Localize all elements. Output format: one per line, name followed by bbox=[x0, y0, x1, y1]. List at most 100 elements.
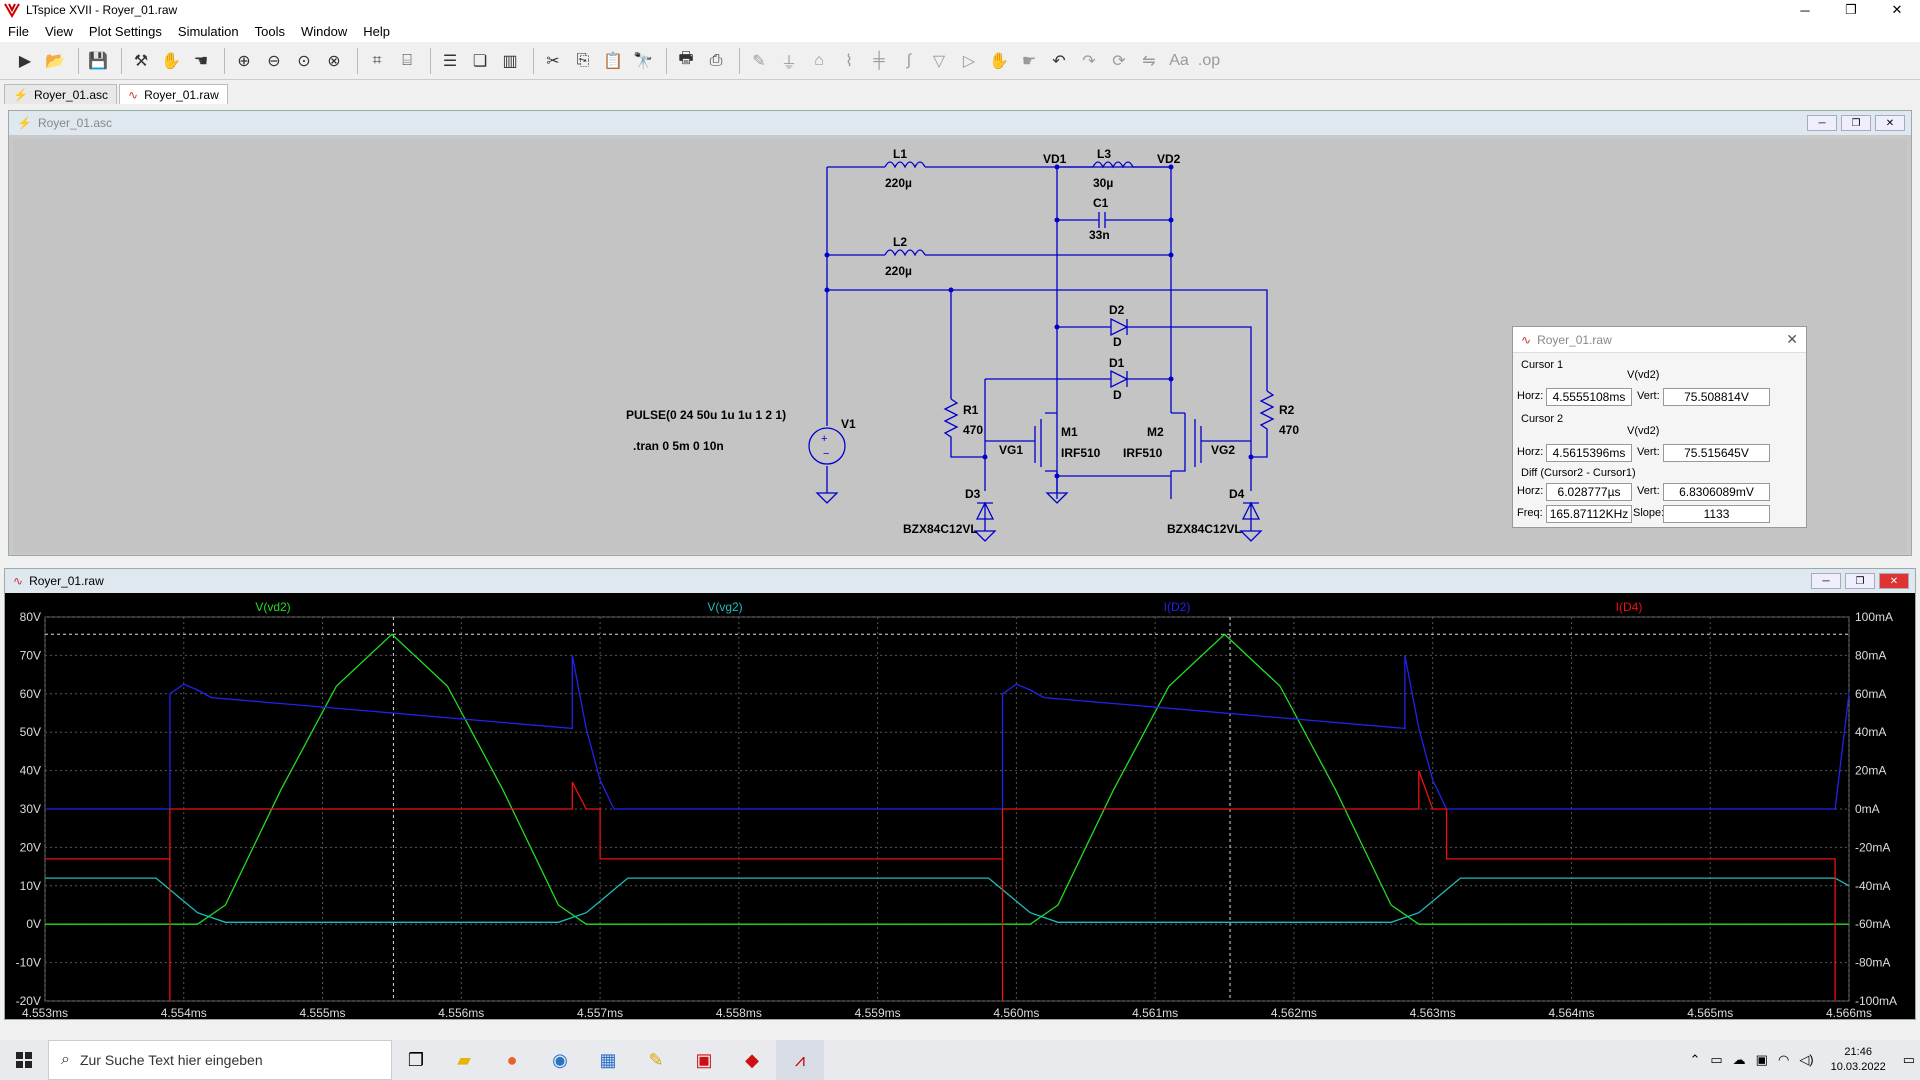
print-preview-icon[interactable]: ⎙ bbox=[709, 51, 723, 69]
x-tick-label: 4.564ms bbox=[1548, 1006, 1594, 1019]
vg2-label: VG2 bbox=[1211, 443, 1235, 457]
windows-start-icon[interactable] bbox=[0, 1040, 48, 1080]
cursor1-vert-value[interactable]: 75.508814V bbox=[1663, 388, 1770, 406]
minimize-button[interactable]: ─ bbox=[1800, 2, 1810, 18]
schematic-window-title: ⚡ Royer_01.asc ─ ❐ ✕ bbox=[9, 111, 1911, 135]
tran-directive[interactable]: .tran 0 5m 0 10n bbox=[633, 439, 724, 453]
thunderbird-icon[interactable]: ◉ bbox=[552, 1049, 568, 1070]
taskbar-search[interactable]: ⌕ Zur Suche Text hier eingeben bbox=[48, 1040, 392, 1080]
firefox-icon[interactable]: ● bbox=[506, 1049, 518, 1070]
save-icon[interactable]: 💾 bbox=[88, 52, 108, 70]
menu-plot-settings[interactable]: Plot Settings bbox=[88, 23, 162, 39]
waveform-icon: ∿ bbox=[128, 87, 139, 102]
calculator-icon[interactable]: ▦ bbox=[599, 1049, 617, 1070]
waveform-maximize-button[interactable]: ❐ bbox=[1845, 573, 1875, 589]
run-icon[interactable]: ▶ bbox=[18, 52, 32, 70]
schematic-close-button[interactable]: ✕ bbox=[1875, 115, 1905, 131]
zoom-fit-icon[interactable]: ⊙ bbox=[297, 52, 311, 70]
file-explorer-icon[interactable]: ▰ bbox=[457, 1049, 471, 1070]
copy-icon[interactable]: ⎘ bbox=[576, 51, 590, 69]
taskbar: ⌕ Zur Suche Text hier eingeben ❐ ▰ ● ◉ ▦… bbox=[0, 1040, 1920, 1080]
zoom-cancel-icon[interactable]: ⊗ bbox=[327, 52, 341, 70]
schematic-maximize-button[interactable]: ❐ bbox=[1841, 115, 1871, 131]
y-tick-left: -20V bbox=[16, 994, 41, 1008]
wifi-icon[interactable]: ◠ bbox=[1777, 1052, 1790, 1067]
menu-view[interactable]: View bbox=[44, 23, 73, 39]
close-button[interactable]: ✕ bbox=[1891, 2, 1903, 17]
acrobat-icon[interactable]: ▣ bbox=[695, 1049, 713, 1070]
x-tick-label: 4.561ms bbox=[1132, 1006, 1178, 1019]
onedrive-icon[interactable]: ☁ bbox=[1732, 1052, 1746, 1067]
diff-vert-label: Vert: bbox=[1637, 485, 1660, 497]
r2-value: 470 bbox=[1279, 423, 1299, 437]
trace-label: V(vg2) bbox=[707, 600, 742, 614]
control-panel-icon[interactable]: ⚒ bbox=[133, 52, 149, 70]
tab-schematic[interactable]: ⚡ Royer_01.asc bbox=[4, 84, 117, 104]
menu-bar: File View Plot Settings Simulation Tools… bbox=[0, 20, 1920, 42]
find-icon[interactable]: 🔭 bbox=[633, 52, 653, 70]
cursor-dialog-close-icon[interactable]: ✕ bbox=[1786, 331, 1798, 347]
autoscale-icon[interactable]: ⌗ bbox=[372, 51, 382, 69]
component-icon: ▷ bbox=[962, 52, 976, 70]
tile-horizontal-icon[interactable]: ☰ bbox=[442, 52, 458, 70]
menu-help[interactable]: Help bbox=[363, 23, 390, 39]
d3-value: BZX84C12VL bbox=[903, 522, 978, 536]
ground-icon: ⏚ bbox=[780, 54, 797, 72]
y-tick-left: 0V bbox=[26, 917, 41, 931]
cursor2-vert-value[interactable]: 75.515645V bbox=[1663, 444, 1770, 462]
pen-app-icon[interactable]: ✎ bbox=[648, 1049, 664, 1070]
slope-label: Slope: bbox=[1633, 507, 1665, 519]
print-icon[interactable]: 🖶 bbox=[678, 50, 694, 67]
l1-value: 220µ bbox=[885, 176, 912, 190]
pdf-app-icon[interactable]: ◆ bbox=[745, 1049, 759, 1070]
trace-id4 bbox=[45, 770, 1836, 1001]
m1-label: M1 bbox=[1061, 425, 1078, 439]
freq-value: 165.87112KHz bbox=[1546, 505, 1632, 523]
open-icon[interactable]: 📂 bbox=[45, 52, 65, 70]
tile-vertical-icon[interactable]: ▥ bbox=[502, 52, 518, 70]
y-tick-right: -20mA bbox=[1855, 840, 1890, 854]
y-tick-left: 60V bbox=[20, 687, 41, 701]
volume-icon[interactable]: ◁) bbox=[1799, 1052, 1814, 1067]
undo-icon[interactable]: ↶ bbox=[1052, 52, 1066, 70]
halt-icon[interactable]: ✋ bbox=[161, 52, 181, 70]
m1-value: IRF510 bbox=[1061, 446, 1101, 460]
maximize-button[interactable]: ❐ bbox=[1845, 2, 1857, 17]
menu-tools[interactable]: Tools bbox=[254, 23, 285, 39]
y-tick-right: -80mA bbox=[1855, 956, 1890, 970]
tab-waveform[interactable]: ∿ Royer_01.raw bbox=[119, 84, 228, 104]
menu-window[interactable]: Window bbox=[300, 23, 348, 39]
zoom-in-icon[interactable]: ⊕ bbox=[237, 52, 251, 70]
waveform-close-button[interactable]: ✕ bbox=[1879, 573, 1909, 589]
tray-chevron-icon[interactable]: ⌃ bbox=[1689, 1052, 1701, 1067]
menu-file[interactable]: File bbox=[8, 23, 29, 39]
task-view-icon[interactable]: ❐ bbox=[407, 1049, 425, 1070]
paste-icon[interactable]: 📋 bbox=[603, 52, 623, 70]
pan-icon[interactable]: ☚ bbox=[193, 52, 209, 70]
cursor1-horz-label: Horz: bbox=[1517, 390, 1544, 402]
zoom-out-icon[interactable]: ⊖ bbox=[267, 52, 281, 70]
schematic-minimize-button[interactable]: ─ bbox=[1807, 115, 1837, 131]
d2-value: D bbox=[1113, 335, 1122, 349]
autorange-icon[interactable]: ⌸ bbox=[402, 51, 412, 69]
cursor2-horz-value[interactable]: 4.5615396ms bbox=[1546, 444, 1632, 462]
tray-device-icon[interactable]: ▭ bbox=[1710, 1052, 1723, 1067]
notification-icon[interactable]: ▭ bbox=[1902, 1052, 1915, 1067]
x-tick-label: 4.562ms bbox=[1271, 1006, 1317, 1019]
label-net-icon: ⌂ bbox=[814, 51, 824, 69]
cursor1-horz-value[interactable]: 4.5555108ms bbox=[1546, 388, 1632, 406]
x-tick-label: 4.559ms bbox=[855, 1006, 901, 1019]
menu-simulation[interactable]: Simulation bbox=[177, 23, 239, 39]
tray-app-icon[interactable]: ▣ bbox=[1755, 1052, 1768, 1067]
title-bar: LTspice XVII - Royer_01.raw ─ ❐ ✕ bbox=[0, 0, 1920, 20]
diff-horz-value: 6.028777µs bbox=[1546, 483, 1632, 501]
pulse-directive[interactable]: PULSE(0 24 50u 1u 1u 1 2 1) bbox=[626, 408, 786, 422]
ltspice-taskbar-icon[interactable]: ⩘ bbox=[776, 1040, 824, 1080]
waveform-minimize-button[interactable]: ─ bbox=[1811, 573, 1841, 589]
x-tick-label: 4.557ms bbox=[577, 1006, 623, 1019]
cascade-icon[interactable]: ❏ bbox=[472, 52, 488, 70]
cut-icon[interactable]: ✂ bbox=[546, 52, 560, 70]
